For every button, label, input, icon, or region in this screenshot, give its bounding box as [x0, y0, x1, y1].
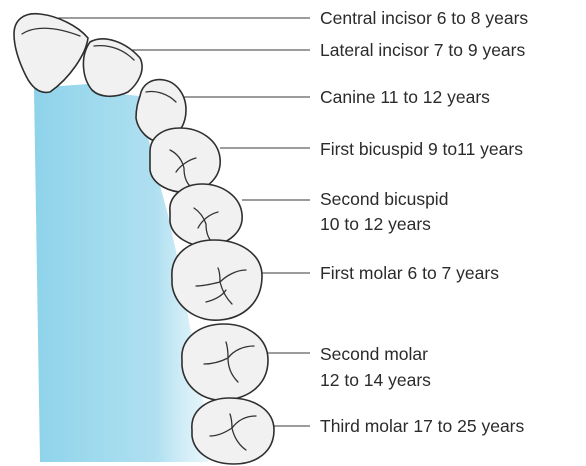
label-lateral-incisor: Lateral incisor 7 to 9 years: [320, 40, 525, 60]
central-incisor-tooth: [14, 14, 88, 93]
label-second-bicuspid-line2: 10 to 12 years: [320, 214, 431, 234]
label-third-molar: Third molar 17 to 25 years: [320, 416, 525, 436]
second-molar-tooth: [182, 324, 268, 400]
first-bicuspid-tooth: [150, 128, 220, 192]
label-first-bicuspid: First bicuspid 9 to11 years: [320, 139, 523, 159]
lateral-incisor-tooth: [83, 39, 142, 96]
second-bicuspid-tooth: [170, 184, 242, 246]
first-molar-tooth: [172, 240, 262, 320]
label-canine: Canine 11 to 12 years: [320, 87, 490, 107]
label-second-molar-line2: 12 to 14 years: [320, 370, 431, 390]
label-second-molar-line1: Second molar: [320, 344, 428, 364]
labels: Central incisor 6 to 8 years Lateral inc…: [320, 8, 528, 436]
label-second-bicuspid-line1: Second bicuspid: [320, 189, 448, 209]
label-first-molar: First molar 6 to 7 years: [320, 263, 499, 283]
third-molar-tooth: [192, 398, 274, 464]
label-central-incisor: Central incisor 6 to 8 years: [320, 8, 528, 28]
